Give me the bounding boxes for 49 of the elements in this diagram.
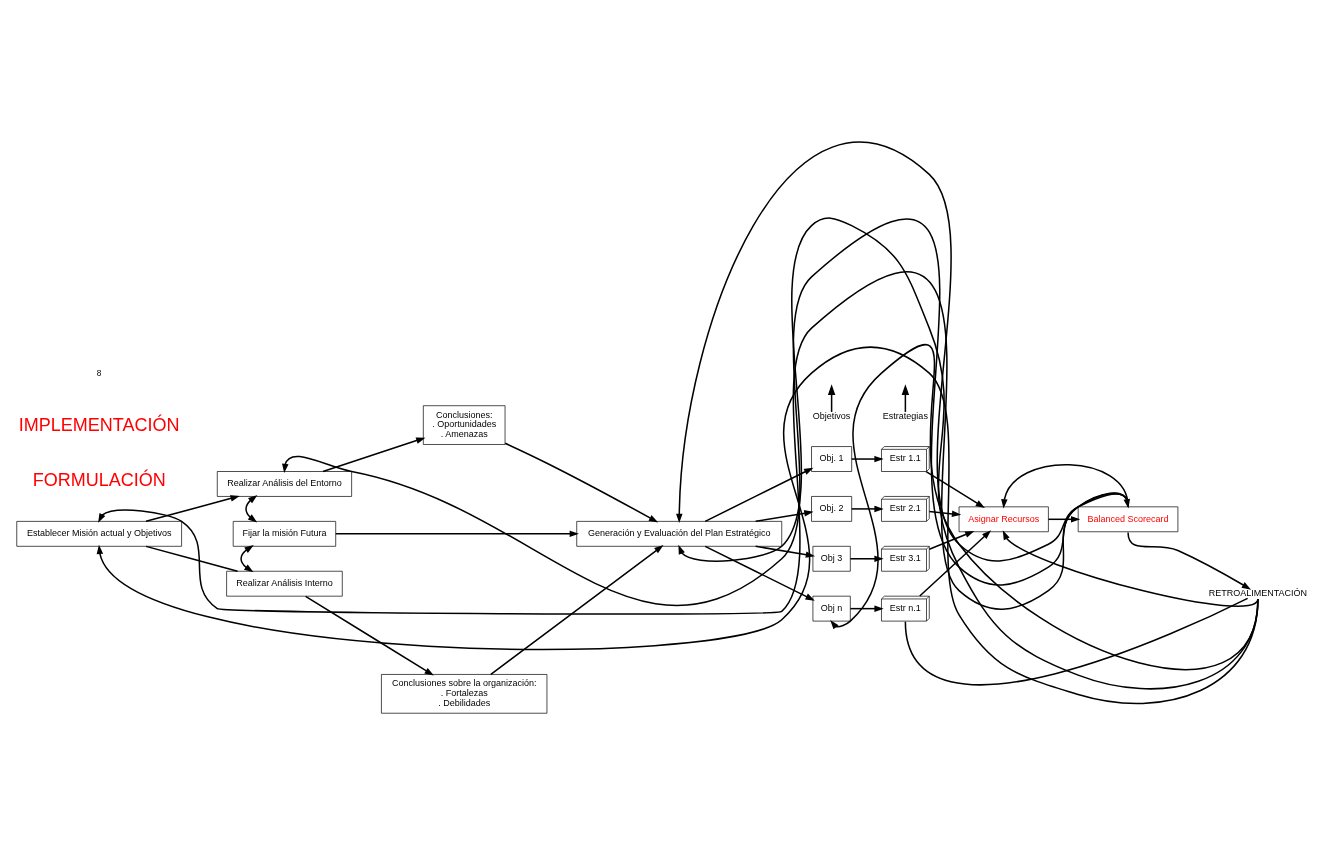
arrow	[1002, 529, 1259, 607]
arrow	[850, 505, 884, 512]
label: IMPLEMENTACIÓN	[18, 414, 180, 435]
arrow	[830, 344, 1259, 670]
connector	[145, 545, 239, 572]
arrow	[704, 467, 814, 522]
arrow	[849, 604, 884, 612]
arrow	[678, 216, 1259, 689]
arrow	[490, 544, 664, 675]
node-box: Establecer Misión actual y Objetivos	[16, 520, 182, 547]
node-text: Objetivos	[812, 410, 851, 421]
arrow	[335, 530, 579, 537]
node-text: RETROALIMENTACIÓN	[1208, 587, 1308, 598]
arrow	[919, 529, 992, 597]
label: 8	[96, 367, 102, 378]
arrow	[928, 510, 962, 517]
arrow	[827, 383, 836, 413]
arrow	[1047, 515, 1081, 523]
arrow	[850, 455, 884, 462]
node-box: Realizar Análisis Interno	[226, 570, 343, 597]
arrow	[240, 544, 254, 572]
arrow	[849, 555, 884, 562]
node-box: Obj. 2	[811, 495, 853, 522]
node-box: Fijar la misión Futura	[232, 520, 337, 547]
node-box: Asignar Recursos	[958, 506, 1049, 532]
label: FORMULACIÓN	[32, 469, 166, 490]
arrow	[928, 530, 975, 550]
arrow	[901, 383, 910, 413]
connector	[904, 597, 1249, 686]
node-box: Balanced Scorecard	[1077, 506, 1179, 532]
arrow	[1127, 531, 1252, 590]
node-box: Obj 3	[812, 545, 851, 572]
arrow	[925, 470, 985, 508]
arrow	[145, 494, 240, 522]
node-box: Obj n	[812, 595, 851, 621]
arrow	[322, 437, 426, 472]
node-box: Conclusiones sobre la organización: . Fortalezas . Debilidades	[381, 673, 548, 714]
arrow	[704, 545, 815, 601]
node-box: Realizar Análisis del Entorno	[216, 470, 352, 497]
arrow	[754, 545, 816, 558]
arrow	[304, 595, 434, 676]
arrow	[245, 494, 258, 523]
node-box: Obj. 1	[811, 445, 853, 472]
node-box: Generación y Evaluación del Plan Estratégico	[576, 520, 783, 547]
arrow	[754, 509, 814, 522]
arrow	[504, 442, 659, 522]
arrow	[96, 345, 1259, 704]
node-box: Conclusiones: . Oportunidades . Amenazas	[422, 404, 506, 445]
node-text: Estrategias	[882, 410, 928, 421]
